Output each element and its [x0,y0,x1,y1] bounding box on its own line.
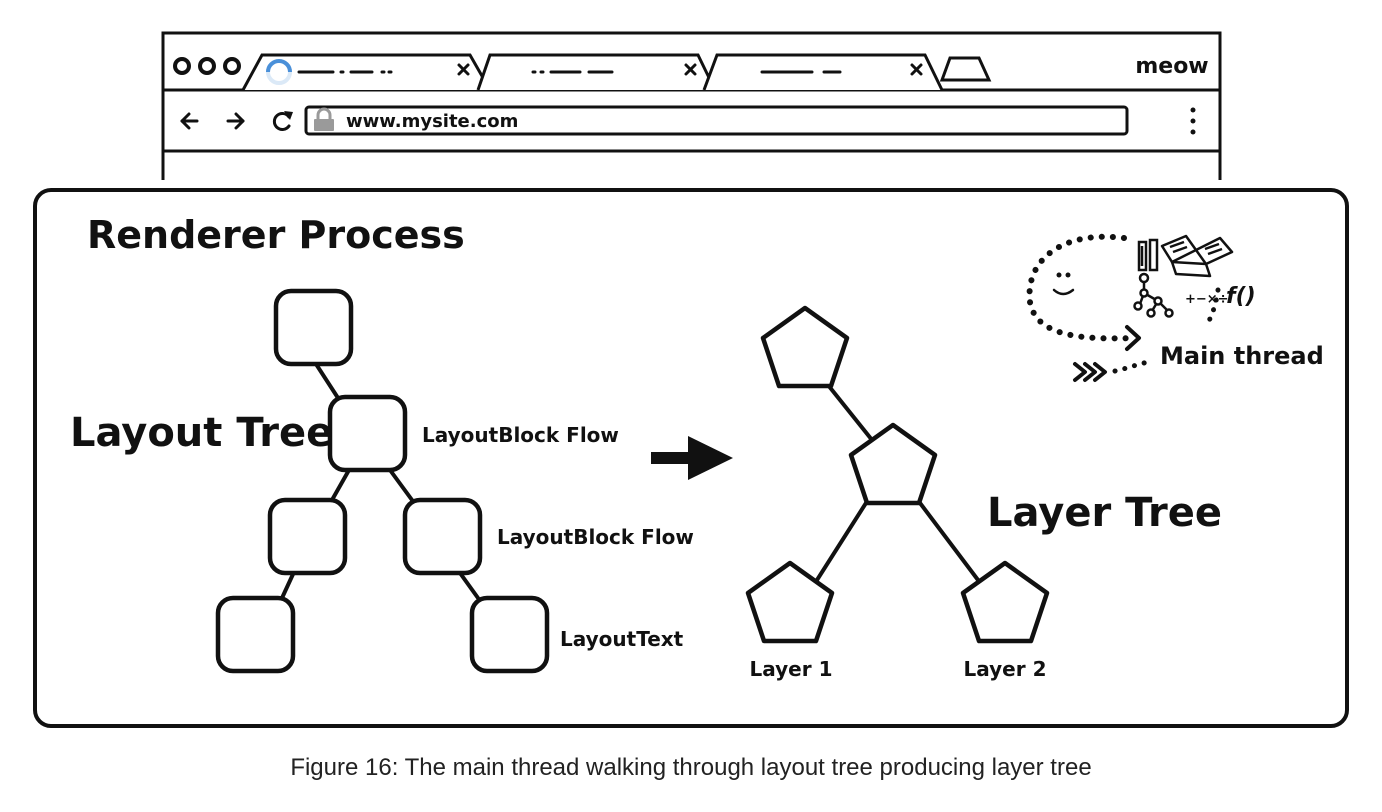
smiley-face-icon [1052,272,1075,296]
layer-tree-edges [815,383,980,582]
layout-tree: Layout Tree LayoutBlock Flow LayoutBlock… [70,288,694,674]
layout-node-label: LayoutBlock Flow [497,525,694,549]
main-thread-label: Main thread [1160,342,1324,370]
layout-tree-label: Layout Tree [70,410,333,456]
transform-arrow [651,436,733,480]
window-dots-icon[interactable] [173,57,241,75]
layout-node-label: LayoutBlock Flow [422,423,619,447]
layer-node-label: Layer 1 [750,657,833,681]
math-operators: +−×÷ [1185,292,1229,307]
book-icon [1160,234,1234,278]
layer-node-2 [960,560,1050,644]
browser-tab-2[interactable] [476,53,717,91]
layout-node-label: LayoutText [560,627,684,651]
browser-brand: meow [1135,54,1208,79]
new-tab-icon[interactable] [939,56,992,82]
lock-icon [314,107,334,131]
layout-node-left [267,497,348,576]
pencil-icon [1137,238,1159,272]
dotted-loop [1026,233,1139,342]
loading-spinner-icon [266,59,292,85]
address-bar[interactable]: www.mysite.com [304,105,1129,136]
back-arrow-icon[interactable] [180,112,199,130]
kebab-menu-icon[interactable] [1190,107,1196,135]
chevrons-icon [1073,362,1107,382]
renderer-title: Renderer Process [87,213,465,257]
layer-node-root [760,305,850,389]
layer-node-label: Layer 2 [964,657,1047,681]
mini-tree-icon [1133,272,1174,318]
layer-tree-label: Layer Tree [987,490,1222,536]
address-url: www.mysite.com [346,111,518,132]
browser-tab-3[interactable] [702,53,944,91]
layout-node-leaf-left [215,595,296,674]
close-icon[interactable] [457,63,470,76]
layout-node-block-flow-1 [327,394,408,473]
browser-window: meow www.mysite.com [161,31,1222,180]
function-symbol: f() [1226,284,1256,309]
layer-node-middle [848,422,938,506]
loop-arrowhead [1125,325,1141,351]
layer-node-1 [745,560,835,644]
browser-tab-1[interactable] [241,53,492,91]
layout-node-block-flow-2 [402,497,483,576]
reload-icon[interactable] [272,111,293,131]
layer-tree: Layer Tree Layer 1 Layer 2 [745,305,1222,681]
close-icon[interactable] [684,63,697,76]
layout-node-root [273,288,354,367]
layout-tree-edges [280,362,480,600]
figure-caption: Figure 16: The main thread walking throu… [290,754,1092,781]
close-icon[interactable] [910,63,923,76]
forward-arrow-icon[interactable] [226,112,245,130]
layout-node-text [469,595,550,674]
main-thread-illustration: +−×÷ f() Main thread [1026,233,1324,382]
